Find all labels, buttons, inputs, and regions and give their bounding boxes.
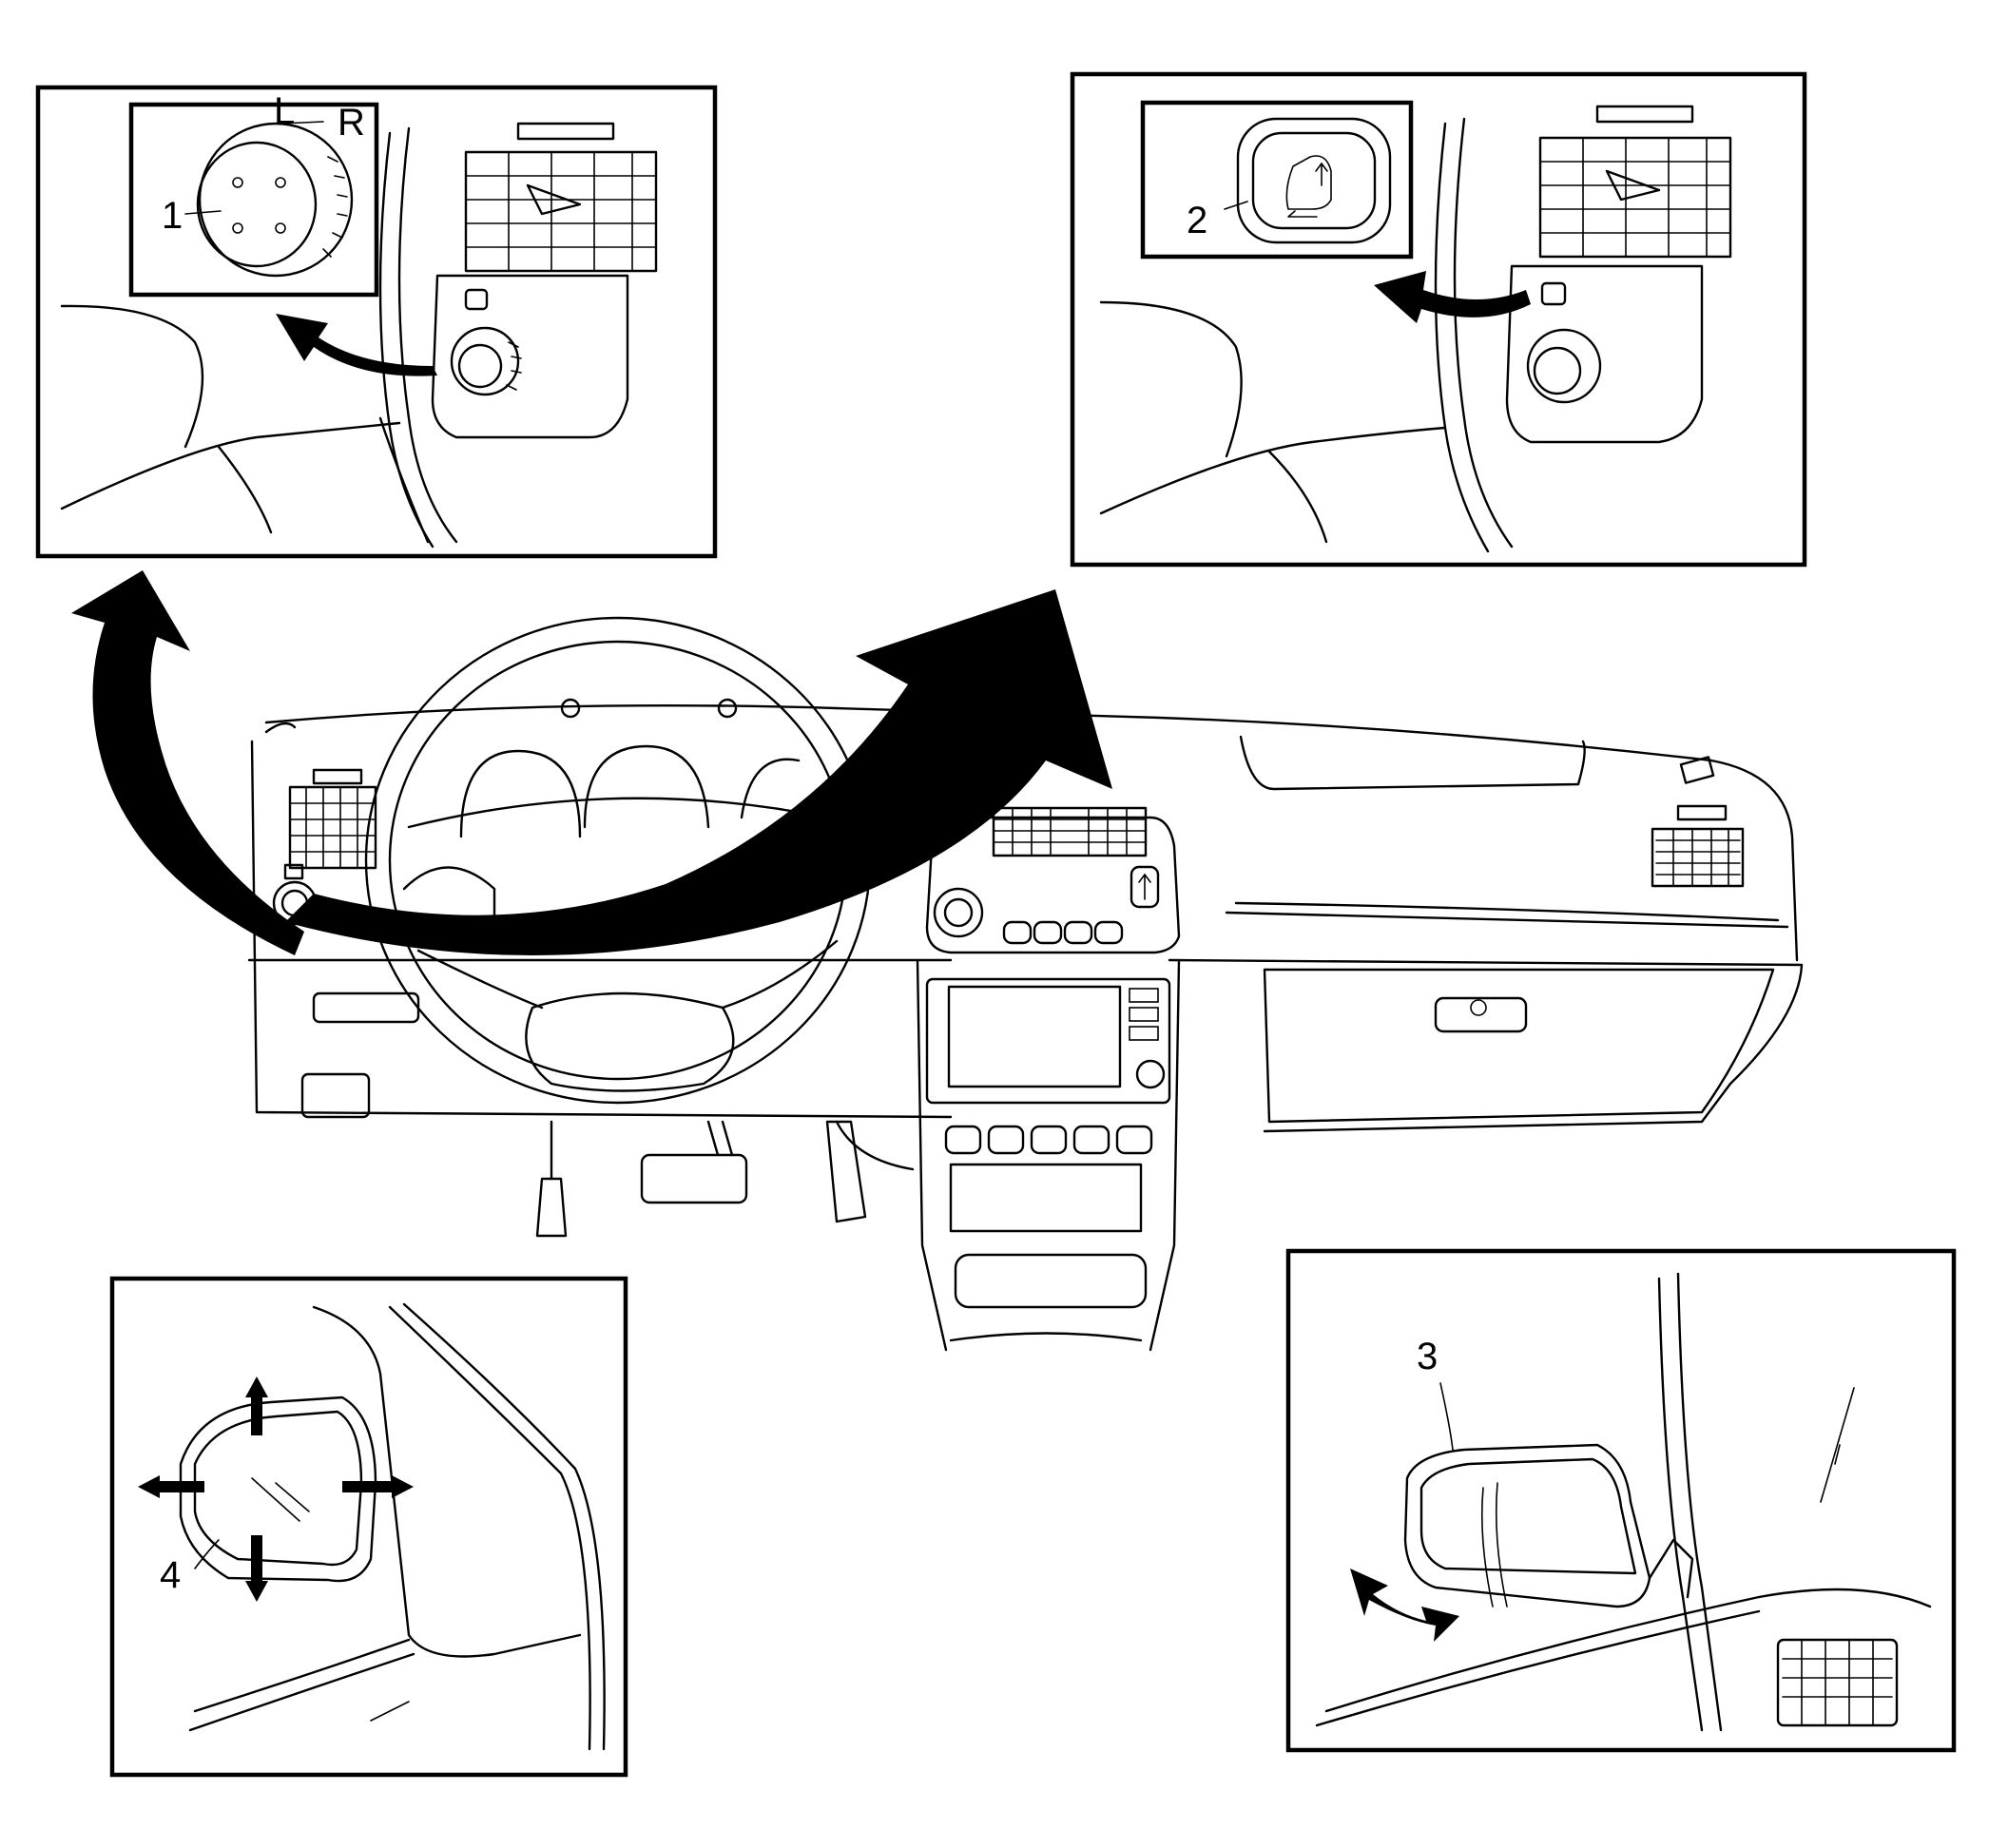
passenger-vent bbox=[1651, 804, 1745, 888]
mirror-select-button bbox=[1236, 117, 1392, 244]
callout-1: 1 bbox=[162, 195, 183, 237]
detail-panel-2: 2 bbox=[1070, 71, 1807, 568]
detail-panel-1: L R 1 bbox=[35, 85, 718, 559]
adjust-right-arrow bbox=[342, 1475, 414, 1498]
driver-vent bbox=[288, 768, 377, 870]
instrument-cluster bbox=[402, 698, 801, 953]
arrow-to-detail-1 bbox=[71, 570, 304, 955]
mirror-adjust-knob bbox=[196, 141, 318, 268]
fold-arrow bbox=[1350, 1569, 1459, 1642]
instrument-panel-overview bbox=[247, 616, 1804, 1352]
arrow-to-detail-2 bbox=[285, 589, 1112, 955]
mirror-select-switch-small bbox=[1540, 281, 1567, 306]
center-stack bbox=[916, 806, 1181, 1352]
adjust-up-arrow bbox=[245, 1376, 268, 1435]
pedals bbox=[535, 1120, 867, 1238]
mirror-select-switch bbox=[1130, 865, 1160, 909]
inset-knob-1 bbox=[128, 102, 379, 298]
detail-panel-4: 4 bbox=[109, 1276, 628, 1778]
radio-display bbox=[925, 977, 1171, 1105]
switch-mark-right: R bbox=[338, 102, 365, 144]
glovebox-handle bbox=[1434, 996, 1528, 1033]
callout-2: 2 bbox=[1187, 200, 1207, 241]
callout-4: 4 bbox=[160, 1554, 181, 1596]
switch-mark-left: L bbox=[274, 90, 295, 132]
mirror-housing-3 bbox=[1403, 1443, 1651, 1608]
callout-3: 3 bbox=[1417, 1336, 1438, 1377]
adjust-left-arrow bbox=[138, 1475, 204, 1498]
inset-switch-2 bbox=[1140, 100, 1414, 260]
adjust-down-arrow bbox=[245, 1535, 268, 1602]
detail-panel-3: 3 bbox=[1285, 1248, 1957, 1753]
